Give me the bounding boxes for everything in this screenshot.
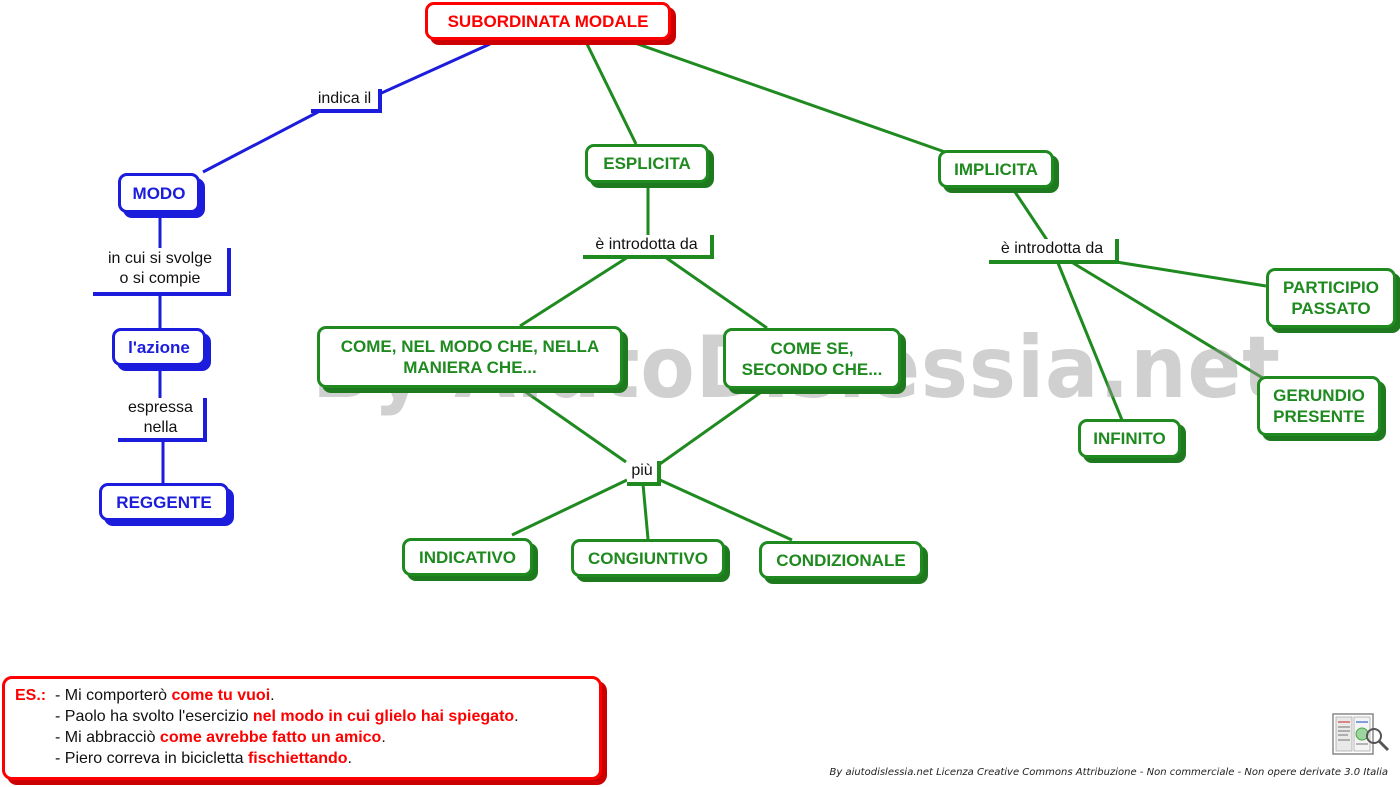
condizionale-node[interactable]: CONDIZIONALE (759, 541, 923, 579)
implicita-node[interactable]: IMPLICITA (938, 150, 1054, 188)
reggente-label: REGGENTE (116, 492, 212, 512)
book-logo-icon (1332, 713, 1390, 755)
line-intro-infinito (1056, 262, 1124, 421)
example-row: - Paolo ha svolto l'esercizio nel modo i… (15, 706, 599, 727)
come-nel-modo-line2: MANIERA CHE... (403, 358, 537, 377)
link-in-cui-line2: o si compie (119, 270, 201, 287)
line-intro-participio (1109, 259, 1267, 288)
line-indica-modo (202, 110, 319, 174)
example-2-highlight: nel modo in cui glielo hai spiegato (252, 708, 515, 725)
line-intro-come (519, 255, 629, 328)
infinito-node[interactable]: INFINITO (1078, 419, 1181, 458)
link-in-cui-si-svolge: in cui si svolge o si compie (93, 248, 231, 296)
line-title-indica (374, 42, 491, 98)
implicita-label: IMPLICITA (954, 159, 1038, 179)
come-se-text: COME SE, SECONDO CHE... (742, 338, 883, 380)
examples-label: ES.: (15, 687, 47, 704)
examples-box: ES.: - Mi comporterò come tu vuoi. - Paol… (2, 676, 602, 780)
link-espressa-line2: nella (143, 419, 178, 436)
link-espressa-line1: espressa (128, 399, 193, 416)
link-in-cui-line1: in cui si svolge (107, 250, 213, 267)
line-title-implicita (631, 40, 946, 154)
azione-label: l'azione (128, 337, 190, 357)
come-se-line1: COME SE, (770, 338, 854, 358)
example-3-pre: - Mi abbracciò (55, 729, 160, 746)
example-4-post: . (347, 750, 352, 767)
example-2-pre: - Paolo ha svolto l'esercizio (55, 708, 253, 725)
reggente-node[interactable]: REGGENTE (99, 483, 229, 521)
example-4-highlight: fischiettando (247, 750, 348, 767)
line-title-esplicita (585, 43, 638, 145)
indicativo-label: INDICATIVO (419, 547, 516, 567)
congiuntivo-node[interactable]: CONGIUNTIVO (571, 539, 725, 577)
line-intro-gerundio (1072, 261, 1267, 382)
indicativo-node[interactable]: INDICATIVO (402, 538, 533, 576)
line-come-piu (519, 386, 627, 464)
line-implicita-intro (1013, 191, 1049, 241)
modo-node[interactable]: MODO (118, 173, 200, 213)
line-intro-comese (664, 255, 768, 330)
modo-label: MODO (132, 183, 186, 203)
congiuntivo-label: CONGIUNTIVO (588, 548, 708, 568)
gerundio-presente-text: GERUNDIO PRESENTE (1273, 385, 1365, 427)
esplicita-node[interactable]: ESPLICITA (585, 144, 709, 183)
link-espressa-nella: espressa nella (118, 398, 207, 442)
link-piu: più (627, 461, 661, 486)
example-2-post: . (514, 708, 519, 725)
participio-line1: PARTICIPIO (1282, 278, 1380, 297)
esplicita-label: ESPLICITA (603, 154, 691, 173)
example-3-post: . (381, 729, 386, 746)
example-row: ES.: - Mi comporterò come tu vuoi. (15, 685, 599, 706)
gerundio-presente-node[interactable]: GERUNDIO PRESENTE (1257, 376, 1381, 436)
example-3-highlight: come avrebbe fatto un amico (159, 729, 382, 746)
come-nel-modo-text: COME, NEL MODO CHE, NELLA MANIERA CHE... (341, 336, 599, 378)
link-piu-text: più (631, 462, 653, 479)
gerundio-line2: PRESENTE (1273, 407, 1365, 426)
azione-node[interactable]: l'azione (112, 328, 206, 366)
link-implicita-introdotta: è introdotta da (989, 239, 1119, 264)
example-1-highlight: come tu vuoi (171, 687, 271, 704)
gerundio-line1: GERUNDIO (1273, 386, 1365, 405)
link-esplicita-introdotta: è introdotta da (583, 235, 714, 259)
come-nel-modo-line1: COME, NEL MODO CHE, NELLA (340, 337, 600, 356)
link-implicita-introdotta-text: è introdotta da (1000, 240, 1104, 257)
infinito-label: INFINITO (1093, 429, 1166, 448)
come-se-node[interactable]: COME SE, SECONDO CHE... (723, 328, 901, 389)
link-indica-il-text: indica il (317, 90, 372, 107)
line-comese-piu (656, 386, 768, 468)
example-row: - Mi abbracciò come avrebbe fatto un ami… (15, 727, 599, 748)
title-label: SUBORDINATA MODALE (447, 11, 649, 31)
line-piu-congiuntivo (641, 483, 650, 540)
license-footer: By aiutodislessia.net Licenza Creative C… (829, 767, 1388, 778)
participio-line2: PASSATO (1291, 299, 1371, 318)
condizionale-label: CONDIZIONALE (776, 550, 906, 570)
link-indica-il: indica il (311, 89, 382, 113)
line-piu-condizionale (659, 478, 793, 542)
title-node[interactable]: SUBORDINATA MODALE (425, 2, 671, 40)
example-1-pre: - Mi comporterò (55, 687, 172, 704)
example-row: - Piero correva in bicicletta fischietta… (15, 748, 599, 769)
example-4-pre: - Piero correva in bicicletta (55, 750, 248, 767)
link-esplicita-introdotta-text: è introdotta da (595, 236, 698, 253)
come-nel-modo-node[interactable]: COME, NEL MODO CHE, NELLA MANIERA CHE... (317, 326, 623, 388)
come-se-line2: SECONDO CHE... (741, 359, 883, 379)
participio-passato-text: PARTICIPIO PASSATO (1283, 277, 1379, 319)
participio-passato-node[interactable]: PARTICIPIO PASSATO (1266, 268, 1396, 328)
example-1-post: . (270, 687, 275, 704)
line-piu-indicativo (511, 478, 628, 537)
